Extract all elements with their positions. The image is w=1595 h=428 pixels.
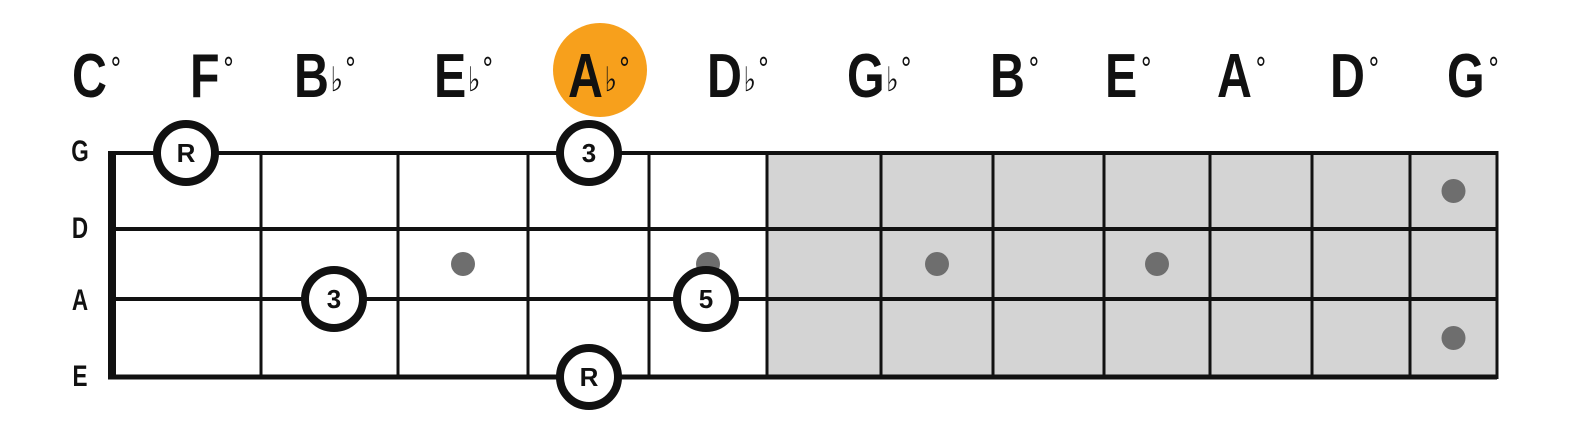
inlay-dot-fret-3 [451,252,475,276]
chord-eb-dim[interactable]: E♭° [434,42,494,111]
string-label-e: E [72,360,88,393]
inlay-dot-fret-12-b [1441,326,1466,350]
chord-e-dim[interactable]: E° [1105,42,1153,111]
chord-gb-dim[interactable]: G♭° [847,42,912,111]
note-marker-degree-3-2 [301,266,367,332]
highlighted-chord-circle [553,23,647,117]
chord-b-dim[interactable]: B° [990,42,1040,111]
chord-row: C° F° B♭° E♭° A♭° D♭° G♭° B° E° A° D° G° [0,0,1595,120]
note-marker-root-4 [556,344,622,410]
chord-f-dim[interactable]: F° [190,42,235,111]
note-marker-root-0 [153,120,219,186]
note-marker-label: R [177,138,196,168]
chord-c-dim[interactable]: C° [72,42,122,111]
chord-db-dim[interactable]: D♭° [707,42,770,111]
shaded-fret-region [767,153,1497,377]
chord-g-dim[interactable]: G° [1447,42,1500,111]
note-marker-degree-5-3 [673,266,739,332]
inlay-dot-fret-9 [1145,252,1169,276]
note-marker-label: 3 [327,284,341,314]
note-marker-label: 5 [699,284,713,314]
inlay-dot-fret-12 [1441,179,1466,203]
note-marker-degree-3-1 [556,120,622,186]
string-label-a: A [71,284,89,317]
inlay-dot-fret-7 [925,252,949,276]
chord-d-dim[interactable]: D° [1330,42,1380,111]
note-marker-label: 3 [582,138,596,168]
string-label-d: D [71,212,89,245]
note-marker-label: R [580,362,599,392]
chord-bb-dim[interactable]: B♭° [294,42,357,111]
string-label-g: G [71,135,89,168]
chord-a-dim[interactable]: A° [1217,42,1267,111]
chord-ab-dim[interactable]: A♭° [568,42,631,111]
